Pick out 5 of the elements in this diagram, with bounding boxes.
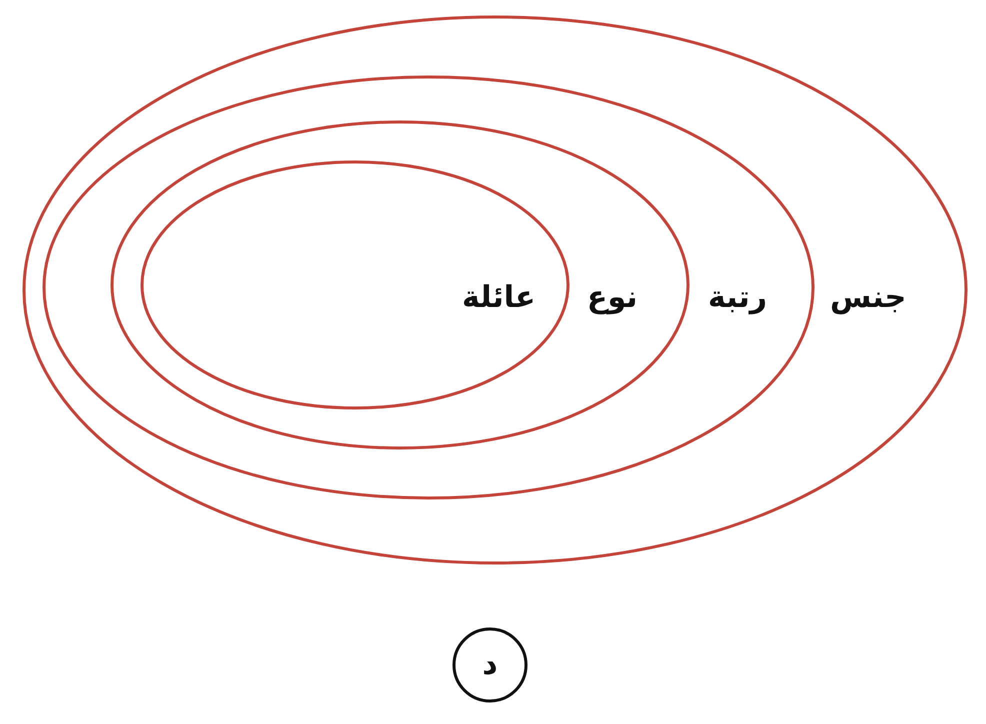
set-label: نوع <box>587 280 638 316</box>
set-label: جنس <box>830 280 906 316</box>
panel-letter: د <box>481 647 499 683</box>
set-label: رتبة <box>708 280 767 316</box>
set-label: عائلة <box>462 280 536 316</box>
